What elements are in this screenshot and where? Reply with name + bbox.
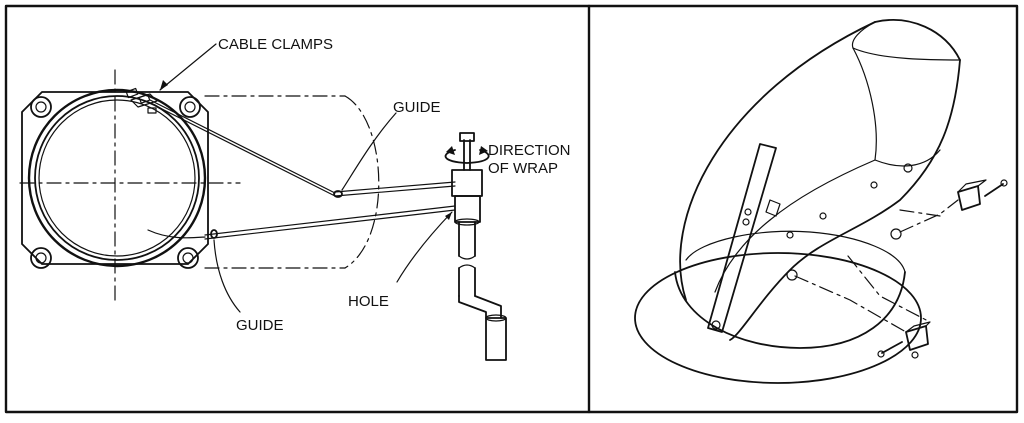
bracket-upper [899,179,1008,233]
label-direction-line1: DIRECTION [488,142,571,159]
label-cable-clamps: CABLE CLAMPS [218,36,333,53]
bolt-hole-top-right [179,96,201,118]
figure-frame [4,4,1019,414]
base-flange [634,230,922,384]
cable-clamps [125,87,158,114]
left-panel-cable-wrap: CABLE CLAMPS GUIDE DIRECTION OF WRAP HOL… [19,36,571,361]
label-guide-upper: GUIDE [393,99,441,116]
bolt-hole-bottom-right [177,247,199,269]
body-fasteners [786,163,913,281]
leader-lines [159,43,453,313]
center-lines [19,69,346,301]
direction-arrow-icon [444,146,490,164]
bolt-hole-bottom-left [30,247,52,269]
bolt-hole-top-left [30,96,52,118]
label-hole: HOLE [348,293,389,310]
mounting-strap [707,143,781,333]
lower-guide-marker [210,229,218,239]
phantom-duct-arc [344,95,380,269]
upper-cable [149,99,456,197]
upper-guide-marker [333,190,343,198]
label-direction-line2: OF WRAP [488,160,558,177]
elbow-body [679,19,961,341]
right-panel-elbow-assembly [634,19,1008,384]
winder-tool [451,132,507,361]
lower-cable [147,205,456,240]
label-guide-lower: GUIDE [236,317,284,334]
bracket-lower [794,255,931,359]
